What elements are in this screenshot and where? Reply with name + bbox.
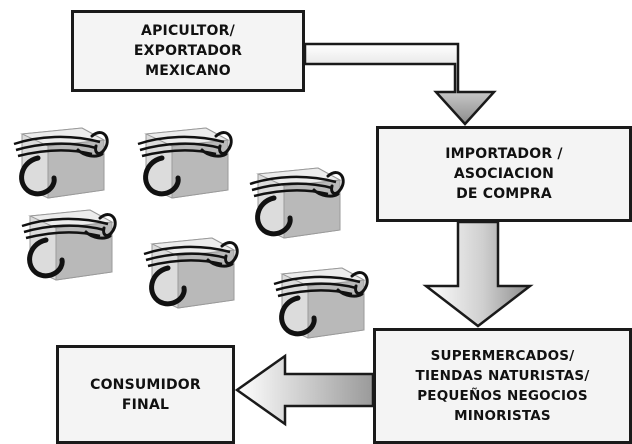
arrow-apicultor-to-importador: [303, 42, 497, 126]
node-supermercados: SUPERMERCADOS/ TIENDAS NATURISTAS/ PEQUE…: [373, 328, 632, 444]
node-consumidor-final: CONSUMIDOR FINAL: [56, 345, 235, 444]
node-consumidor-label: CONSUMIDOR FINAL: [90, 376, 201, 413]
honey-bee-box-icon: [21, 209, 117, 281]
node-apicultor-label: APICULTOR/ EXPORTADOR MEXICANO: [133, 23, 243, 79]
node-importador-asociacion: IMPORTADOR / ASOCIACION DE COMPRA: [376, 126, 632, 222]
honey-bee-box-icon: [249, 167, 345, 239]
node-apicultor-exportador: APICULTOR/ EXPORTADOR MEXICANO: [71, 10, 305, 92]
honey-bee-box-icon: [137, 127, 233, 199]
honey-bee-box-icon: [13, 127, 109, 199]
arrow-supermercados-to-consumidor: [234, 353, 375, 427]
node-importador-label: IMPORTADOR / ASOCIACION DE COMPRA: [445, 146, 563, 202]
arrow-importador-to-supermercados: [422, 220, 534, 328]
bee-box-illustrations: [13, 127, 369, 339]
honey-bee-box-icon: [273, 267, 369, 339]
honey-bee-box-icon: [143, 237, 239, 309]
node-supermercados-label: SUPERMERCADOS/ TIENDAS NATURISTAS/ PEQUE…: [415, 348, 590, 424]
